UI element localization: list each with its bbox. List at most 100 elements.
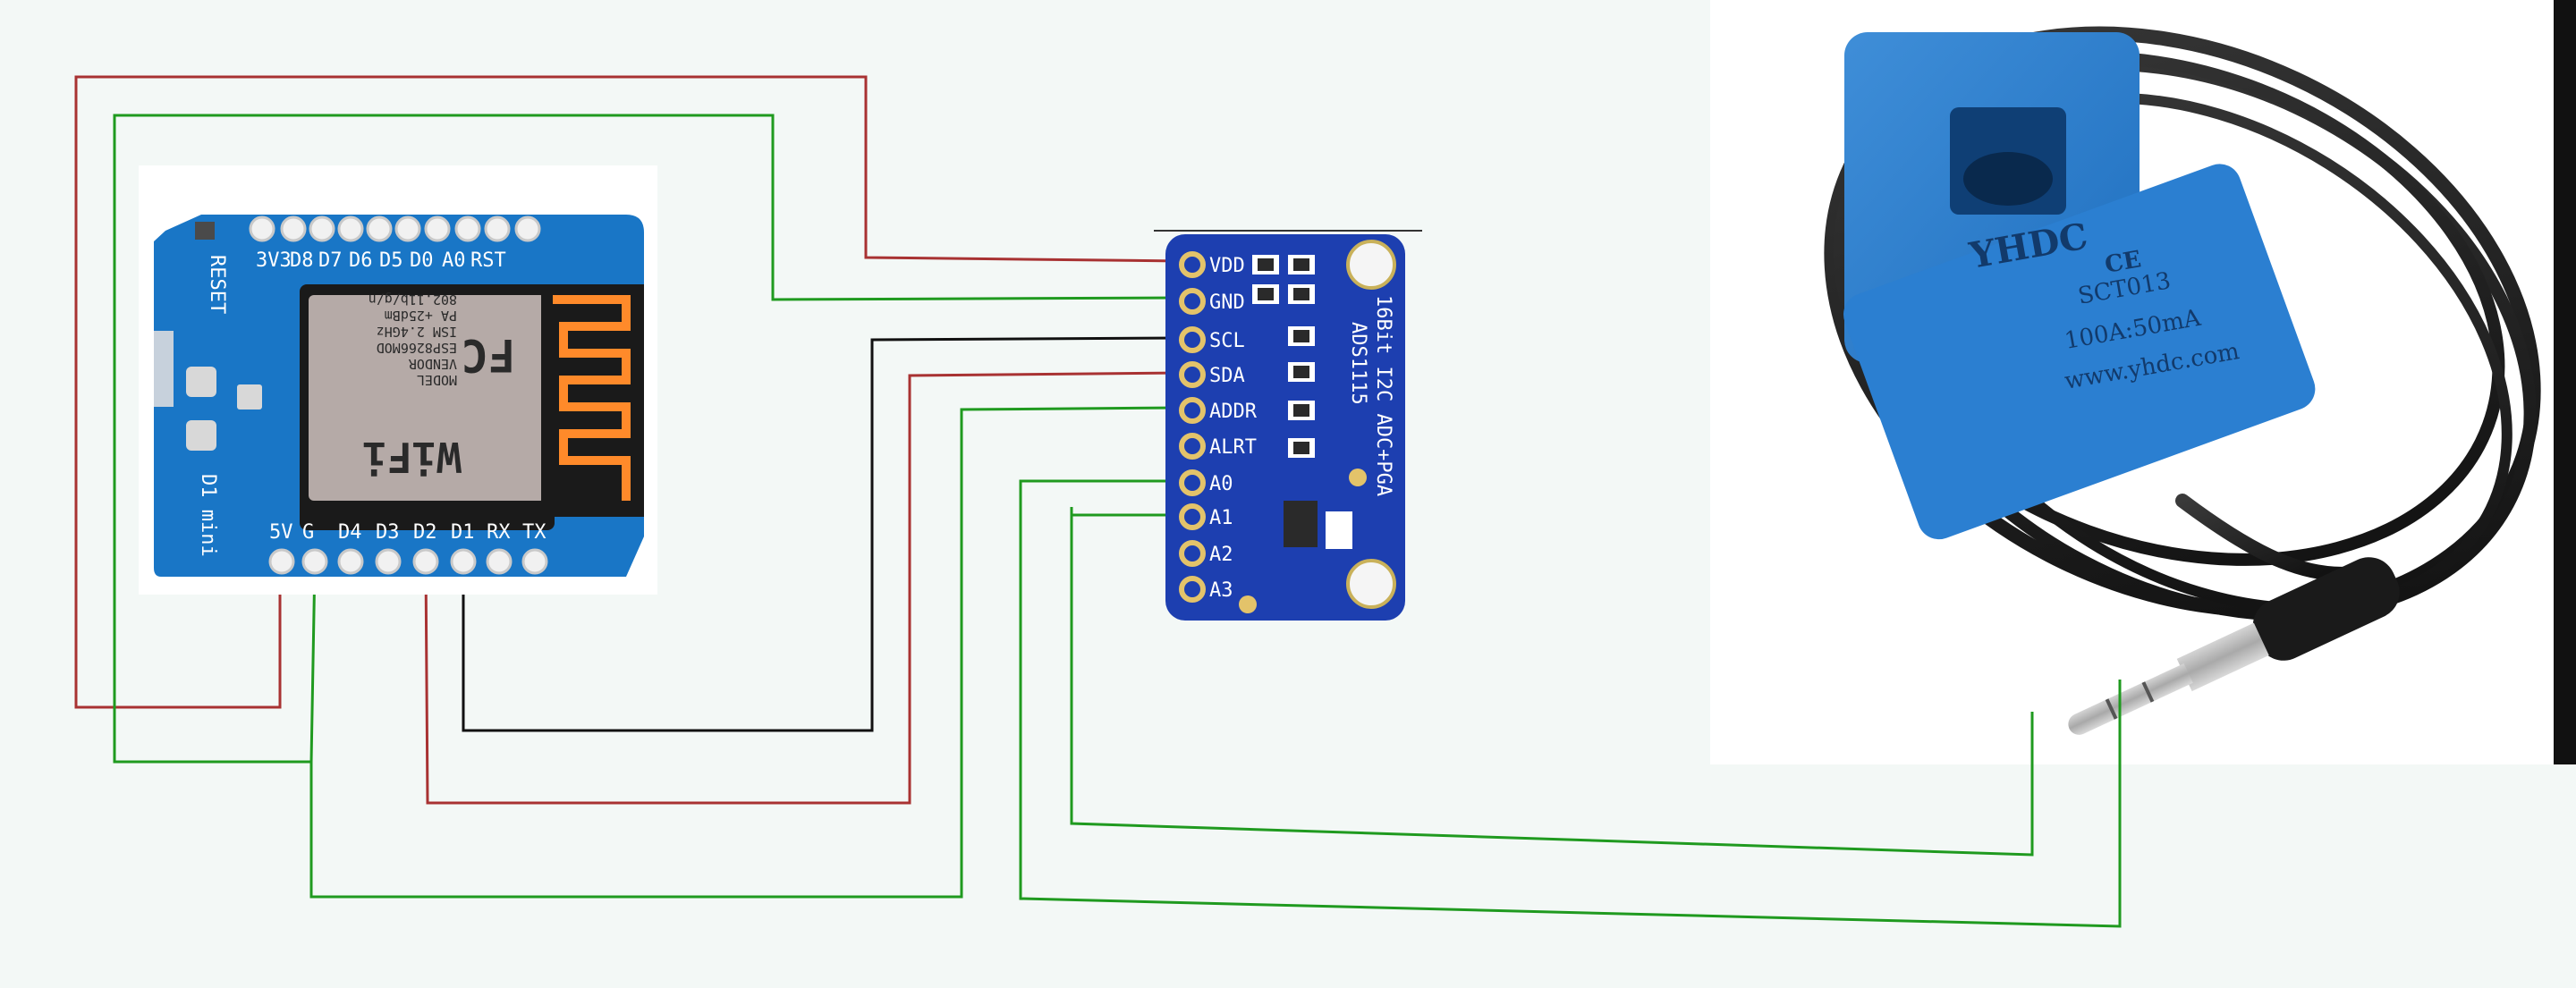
ads-pin-hole xyxy=(1179,540,1206,567)
current-sensor: YHDC CE SCT013 100A:50mA www.yhdc.com xyxy=(1710,0,2576,764)
wire-a0-sensor xyxy=(1019,479,2122,928)
header-hole xyxy=(249,215,275,242)
pin-label-rx: RX xyxy=(487,521,511,544)
smd-body xyxy=(1258,258,1274,271)
pin-label-d3: D3 xyxy=(376,521,400,544)
module-ism: ISM 2.4GHz xyxy=(377,324,457,340)
pin-label-d6: D6 xyxy=(349,249,373,272)
smd-component xyxy=(237,384,262,410)
smd-body xyxy=(1293,442,1309,454)
photo-edge-bar xyxy=(2554,0,2576,764)
ads-pin-hole xyxy=(1179,576,1206,603)
ads-pin-label-a3: A3 xyxy=(1209,579,1233,602)
smd-component xyxy=(186,420,216,451)
header-hole xyxy=(514,215,541,242)
smd-component xyxy=(1326,511,1352,549)
d1-bottom-header xyxy=(268,548,548,575)
board-name: D1 mini xyxy=(197,474,219,557)
header-hole xyxy=(301,548,328,575)
ads-pin-hole xyxy=(1179,251,1206,278)
pin-label-5v: 5V xyxy=(269,521,293,544)
smd-body xyxy=(1293,366,1309,378)
pin-label-rst: RST xyxy=(470,249,506,272)
header-hole xyxy=(280,215,307,242)
pin-label-3v3: 3V3 xyxy=(256,249,292,272)
smd-body xyxy=(1293,288,1309,300)
header-hole xyxy=(424,215,451,242)
wire-a1-sensor xyxy=(1070,507,2034,857)
pcb-antenna xyxy=(553,295,631,501)
reset-button[interactable] xyxy=(195,222,215,240)
header-hole xyxy=(454,215,481,242)
header-hole xyxy=(268,548,295,575)
ads-pin-hole xyxy=(1179,361,1206,388)
module-pa: PA +25dBm xyxy=(385,308,457,324)
wires xyxy=(74,75,2122,928)
ads-title-line2: ADS1115 xyxy=(1347,322,1369,405)
sensor-ce-mark: CE xyxy=(2103,246,2143,279)
module-wifi-logo: WiFi xyxy=(362,433,462,481)
mount-hole xyxy=(1346,240,1396,290)
pin-label-d1: D1 xyxy=(451,521,475,544)
ads-pin-hole xyxy=(1179,469,1206,496)
reset-label: RESET xyxy=(206,255,228,314)
wire-d2-sda xyxy=(424,371,1183,805)
pin-label-d0: D0 xyxy=(410,249,434,272)
module-model-label: MODEL xyxy=(417,372,457,388)
header-hole xyxy=(309,215,335,242)
smd-body xyxy=(1293,404,1309,417)
wire-5v-vdd xyxy=(74,75,1183,709)
d1-mini-board: RESET D1 mini WiFi FC MODEL VENDOR ESP82… xyxy=(139,165,657,595)
d1-top-header xyxy=(249,215,541,242)
module-vendor-label: VENDOR xyxy=(408,356,457,372)
pin-label-d2: D2 xyxy=(413,521,437,544)
mount-hole xyxy=(1346,559,1396,609)
ads-pin-label-addr: ADDR xyxy=(1209,401,1258,423)
ads1115-board: 16Bit I2C ADC+PGA ADS1115 VDDGNDSCLSDAAD… xyxy=(1154,230,1422,621)
smd-body xyxy=(1293,258,1309,271)
ads-pin-hole xyxy=(1179,503,1206,530)
wire-gnd-addr xyxy=(309,406,1183,899)
ads-pin-hole xyxy=(1179,397,1206,424)
ads-pin-label-sda: SDA xyxy=(1209,365,1245,387)
header-hole xyxy=(450,548,477,575)
pin-label-d8: D8 xyxy=(290,249,314,272)
ads-pin-label-a2: A2 xyxy=(1209,544,1233,566)
smd-component xyxy=(186,367,216,397)
smd-body xyxy=(1293,330,1309,342)
esp8266-module: WiFi FC MODEL VENDOR ESP8266MOD ISM 2.4G… xyxy=(300,284,644,530)
ads-pin-label-gnd: GND xyxy=(1209,291,1245,314)
sensor-clamp: YHDC CE SCT013 100A:50mA www.yhdc.com xyxy=(1843,32,2316,540)
ads-pin-hole xyxy=(1179,288,1206,315)
pin-label-d5: D5 xyxy=(379,249,403,272)
usb-port xyxy=(154,331,174,407)
pin-label-tx: TX xyxy=(522,521,547,544)
header-hole xyxy=(337,215,364,242)
module-std: 802.11b/g/n xyxy=(369,291,457,308)
ads-pin-label-a0: A0 xyxy=(1209,473,1233,495)
ads-title-line1: 16Bit I2C ADC+PGA xyxy=(1372,295,1394,496)
pin-label-a0: A0 xyxy=(442,249,466,272)
module-part: ESP8266MOD xyxy=(377,340,457,356)
header-hole xyxy=(484,215,511,242)
pin-label-d7: D7 xyxy=(318,249,343,272)
ads-pin-label-a1: A1 xyxy=(1209,507,1233,529)
header-hole xyxy=(366,215,393,242)
ads-pin-hole xyxy=(1179,433,1206,460)
ads1115-chip xyxy=(1284,501,1318,547)
ads-pin-hole xyxy=(1179,326,1206,353)
header-hole xyxy=(375,548,402,575)
header-hole xyxy=(521,548,548,575)
header-hole xyxy=(412,548,439,575)
module-fcc-logo: FC xyxy=(462,329,515,381)
smd-body xyxy=(1258,288,1274,300)
audio-jack-plug xyxy=(2068,557,2400,735)
header-hole xyxy=(394,215,421,242)
via xyxy=(1239,595,1257,613)
ads-pin-label-vdd: VDD xyxy=(1209,255,1245,277)
ads-pin-label-alrt: ALRT xyxy=(1209,436,1257,459)
